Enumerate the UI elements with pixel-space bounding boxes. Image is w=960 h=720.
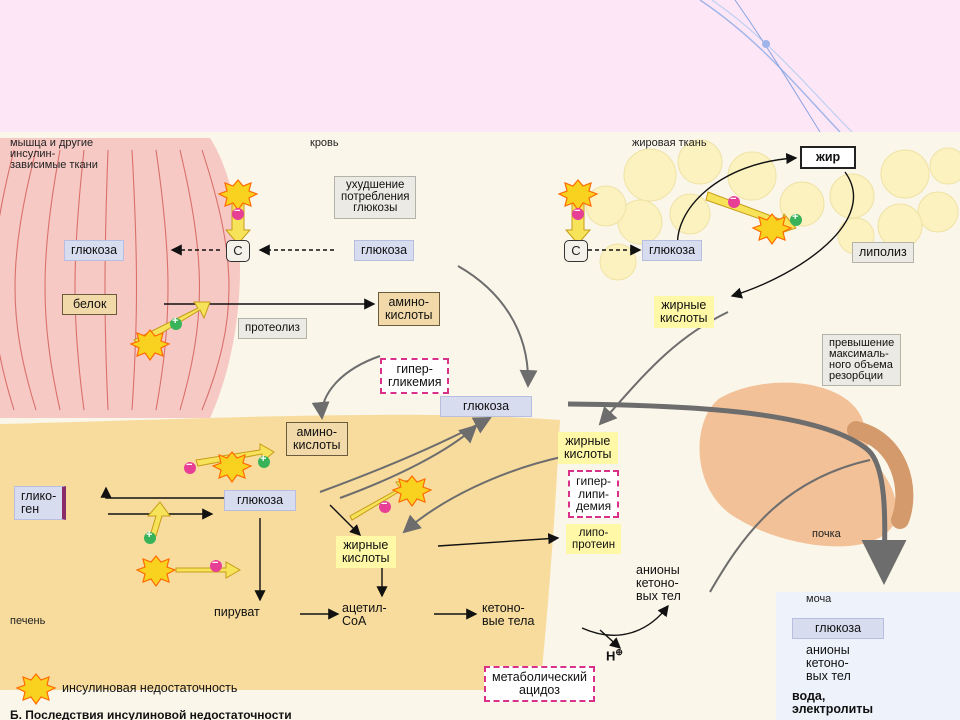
amino-acids-liver-node: амино- кислоты <box>286 422 348 456</box>
acetyl-coa-node: ацетил- СоА <box>342 601 387 628</box>
urine-glucose-node: глюкоза <box>792 618 885 639</box>
region-muscle-label: мышца и другие инсулин- зависимые ткани <box>10 137 98 171</box>
minus-sign: − <box>730 193 737 205</box>
plus-sign: + <box>146 529 153 541</box>
urine-panel <box>776 592 960 720</box>
transporter-c-right: С <box>564 240 588 262</box>
protein-node: белок <box>62 294 118 315</box>
ketone-bodies-node: кетоно- вые тела <box>482 601 535 628</box>
regulation-signs <box>144 196 802 572</box>
proteolysis-label: протеолиз <box>238 318 307 339</box>
plus-sign: + <box>260 453 267 465</box>
glycogen-node: глико- ген <box>14 486 67 520</box>
decorative-swoosh <box>699 0 853 132</box>
transporter-c-left: С <box>226 240 250 262</box>
minus-sign: − <box>574 205 581 217</box>
minus-sign: − <box>234 205 241 217</box>
amino-acids-blood-node: амино- кислоты <box>378 292 440 326</box>
glucose-center-node: глюкоза <box>440 396 533 417</box>
adipose-cells <box>585 139 960 281</box>
glucose-adipose-node: глюкоза <box>642 240 703 261</box>
diagram-graphics <box>0 138 960 720</box>
hydrogen-ion: Н⊕ <box>606 647 623 664</box>
liver-shape <box>0 414 560 690</box>
kidney-shape <box>699 382 897 547</box>
muscle-shape <box>0 138 240 418</box>
legend-label: инсулиновая недостаточность <box>62 681 238 695</box>
fat-node: жир <box>800 146 857 169</box>
plus-sign: + <box>172 315 179 327</box>
metabolic-acidosis-label: метаболический ацидоз <box>484 666 595 702</box>
region-liver-label: печень <box>10 615 46 627</box>
hyperglycemia-label: гипер- гликемия <box>380 358 450 394</box>
minus-sign: − <box>212 557 219 569</box>
impaired-glucose-uptake-label: ухудшение потребления глюкозы <box>334 176 417 219</box>
insulin-deficiency-diagram: − − + − + − + + − − мышца и другие инсул… <box>0 132 960 720</box>
fatty-acids-liver-node: жирные кислоты <box>336 536 396 568</box>
lipolysis-label: липолиз <box>852 242 914 263</box>
ketone-anions-blood-node: анионы кетоно- вых тел <box>636 563 681 603</box>
minus-sign: − <box>381 498 388 510</box>
title-band <box>0 0 960 132</box>
fatty-acids-mid-node: жирные кислоты <box>558 432 618 464</box>
muscle-fibers <box>0 149 230 411</box>
region-urine-label: моча <box>806 593 832 605</box>
urine-water-electrolytes-node: вода, электролиты <box>792 689 874 716</box>
minus-sign: − <box>186 459 193 471</box>
region-kidney-label: почка <box>812 528 841 540</box>
glucose-muscle-node: глюкоза <box>64 240 125 261</box>
region-adipose-label: жировая ткань <box>632 137 707 149</box>
urine-ketone-anions-node: анионы кетоно- вых тел <box>806 643 851 683</box>
pyruvate-node: пируват <box>214 605 260 619</box>
fatty-acids-blood-node: жирные кислоты <box>654 296 714 328</box>
glucose-blood-node: глюкоза <box>354 240 415 261</box>
figure-caption: Б. Последствия инсулиновой недостаточнос… <box>10 710 292 720</box>
hyperlipidemia-label: гипер- липи- демия <box>568 470 620 518</box>
plus-sign: + <box>792 211 799 223</box>
insulin-deficiency-markers <box>15 179 793 706</box>
max-reabsorption-label: превышение максималь- ного объема резорб… <box>822 334 902 386</box>
region-blood-label: кровь <box>310 137 339 149</box>
lipoprotein-node: липо- протеин <box>566 524 622 554</box>
glucose-liver-node: глюкоза <box>224 490 297 511</box>
